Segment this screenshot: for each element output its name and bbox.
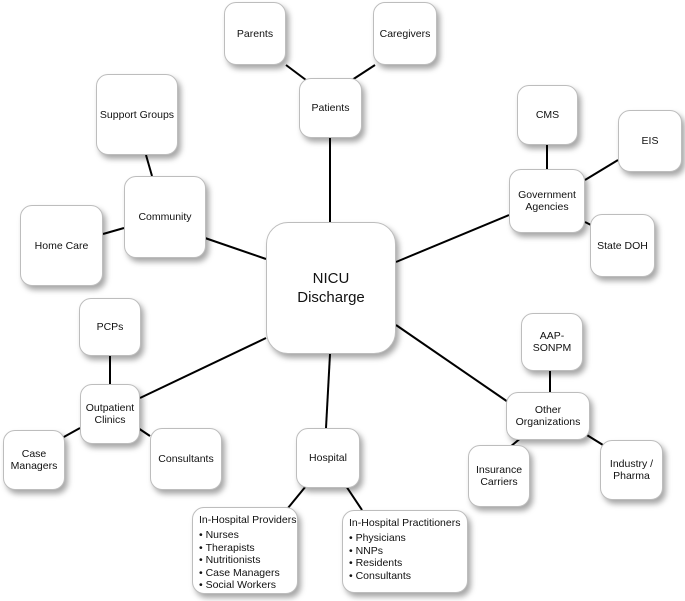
node-hospital: Hospital bbox=[296, 428, 360, 488]
edge-outpatient-casemgr bbox=[61, 427, 81, 439]
node-cms: CMS bbox=[517, 85, 578, 145]
list-item: Consultants bbox=[349, 570, 411, 583]
node-eis: EIS bbox=[618, 110, 682, 172]
edge-hospital-providers bbox=[287, 485, 307, 509]
node-in-hospital-providers: In-Hospital Providers Nurses Therapists … bbox=[192, 507, 298, 594]
node-outpatient-clinics: Outpatient Clinics bbox=[80, 384, 140, 444]
practitioners-list: Physicians NNPs Residents Consultants bbox=[349, 532, 411, 582]
providers-list: Nurses Therapists Nutritionists Case Man… bbox=[199, 529, 280, 592]
edge-center-community bbox=[204, 237, 267, 260]
list-item: Residents bbox=[349, 557, 411, 570]
node-other-organizations: Other Organizations bbox=[506, 392, 590, 440]
edge-center-outpatient bbox=[139, 337, 267, 399]
edge-patients-caregivers bbox=[351, 64, 376, 81]
practitioners-title: In-Hospital Practitioners bbox=[349, 517, 461, 529]
node-consultants-outpatient: Consultants bbox=[150, 428, 222, 490]
edge-community-support bbox=[145, 154, 153, 177]
node-community: Community bbox=[124, 176, 206, 258]
node-nicu-discharge: NICU Discharge bbox=[266, 222, 396, 354]
node-case-managers: Case Managers bbox=[3, 430, 65, 490]
list-item: NNPs bbox=[349, 545, 411, 558]
edge-center-government bbox=[395, 214, 510, 263]
node-industry-pharma: Industry / Pharma bbox=[600, 440, 663, 500]
list-item: Social Workers bbox=[199, 579, 280, 592]
node-support-groups: Support Groups bbox=[96, 74, 178, 155]
node-patients: Patients bbox=[299, 78, 362, 138]
edge-patients-parents bbox=[285, 64, 307, 81]
providers-title: In-Hospital Providers bbox=[199, 514, 297, 526]
edge-community-homecare bbox=[102, 227, 125, 235]
node-pcps: PCPs bbox=[79, 298, 141, 356]
edge-center-hospital bbox=[325, 353, 331, 429]
edge-center-otherorgs bbox=[395, 324, 509, 403]
edge-hospital-practitioners bbox=[345, 485, 363, 511]
node-in-hospital-practitioners: In-Hospital Practitioners Physicians NNP… bbox=[342, 510, 468, 593]
node-home-care: Home Care bbox=[20, 205, 103, 286]
node-state-doh: State DOH bbox=[590, 214, 655, 277]
node-parents: Parents bbox=[224, 2, 286, 65]
list-item: Therapists bbox=[199, 542, 280, 555]
list-item: Physicians bbox=[349, 532, 411, 545]
edge-outpatient-consultants bbox=[137, 427, 151, 437]
node-caregivers: Caregivers bbox=[373, 2, 437, 65]
node-aap-sonpm: AAP- SONPM bbox=[521, 313, 583, 371]
edge-government-eis bbox=[584, 159, 619, 181]
node-insurance-carriers: Insurance Carriers bbox=[468, 445, 530, 507]
list-item: Case Managers bbox=[199, 567, 280, 580]
node-government-agencies: Government Agencies bbox=[509, 169, 585, 233]
list-item: Nurses bbox=[199, 529, 280, 542]
list-item: Nutritionists bbox=[199, 554, 280, 567]
